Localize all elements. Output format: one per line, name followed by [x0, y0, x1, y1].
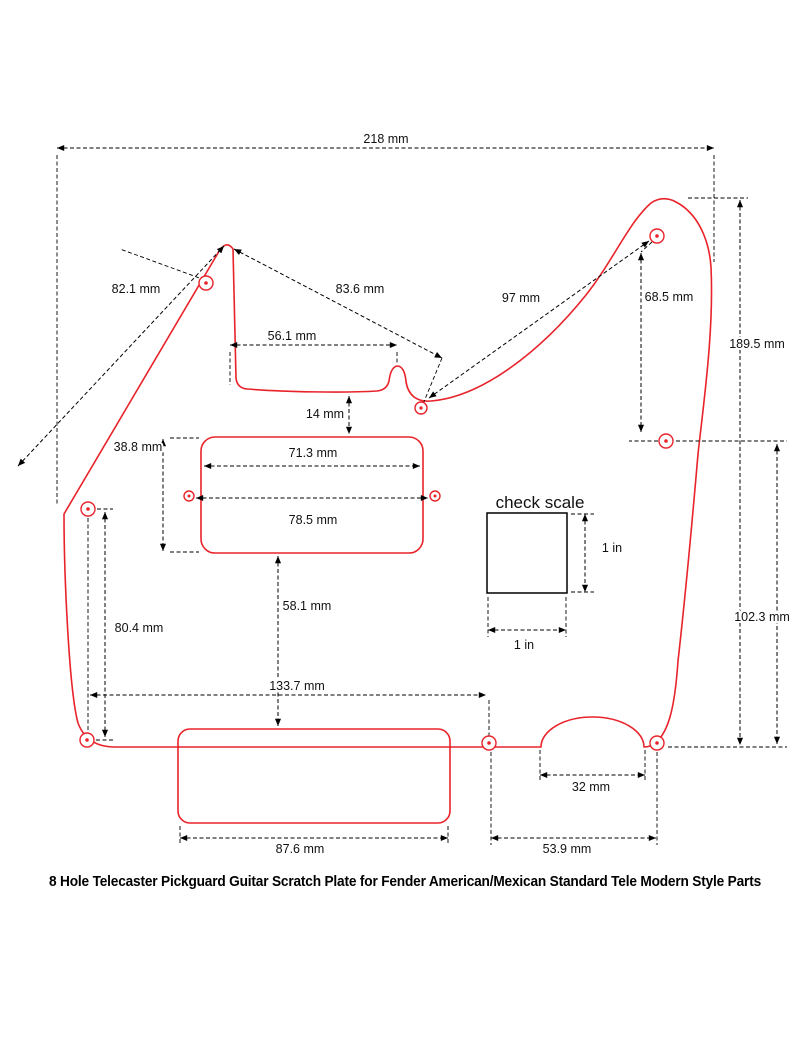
- check-scale-height-label: 1 in: [602, 541, 622, 555]
- screw-hole-center-notch: [414, 401, 428, 415]
- screw-hole-bottom-left: [79, 732, 95, 748]
- extension-line: [119, 248, 206, 281]
- dimension-labels: 218 mm 82.1 mm 83.6 mm 97 mm 68.5 mm 189…: [110, 130, 792, 858]
- dim-pickup-width-label: 71.3 mm: [289, 446, 338, 460]
- dim-cavity-to-bridge-label: 58.1 mm: [283, 599, 332, 613]
- extension-lines: [56, 155, 787, 845]
- dim-neck-pocket-edge-label: 56.1 mm: [268, 329, 317, 343]
- dim-tip-to-horn-screw-label: 82.1 mm: [112, 282, 161, 296]
- bridge-pickup-cutout: [177, 728, 451, 824]
- screw-hole-right-side: [658, 433, 674, 449]
- check-scale-square: [486, 512, 568, 594]
- dim-tip-to-horn-screw-line: [17, 245, 225, 467]
- extension-line: [640, 241, 653, 253]
- dim-bridge-cutout-width-label: 87.6 mm: [276, 842, 325, 856]
- screw-holes: [79, 228, 674, 751]
- dim-center-to-top-right-screw-label: 97 mm: [502, 291, 540, 305]
- check-scale-title: check scale: [496, 493, 585, 512]
- dim-jack-hump-width-label: 32 mm: [572, 780, 610, 794]
- dim-horn-to-center-screw-label: 83.6 mm: [336, 282, 385, 296]
- dimension-lines: [17, 144, 781, 842]
- screw-hole-bottom-middle: [481, 735, 497, 751]
- check-scale-width-label: 1 in: [514, 638, 534, 652]
- dim-overall-width-label: 218 mm: [363, 132, 408, 146]
- check-scale-block: check scale 1 in 1 in: [486, 493, 624, 654]
- diagram-title: 8 Hole Telecaster Pickguard Guitar Scrat…: [49, 873, 761, 890]
- pickup-screw-hole-right: [429, 490, 441, 502]
- dim-top-right-to-side-screw-label: 68.5 mm: [645, 290, 694, 304]
- screw-hole-top-right: [649, 228, 665, 244]
- dim-edge-to-pickup-label: 14 mm: [306, 407, 344, 421]
- screw-hole-upper-left: [198, 275, 214, 291]
- dim-bottom-screw-span-label: 133.7 mm: [269, 679, 325, 693]
- pickguard-outline: [63, 197, 713, 748]
- dim-overall-height-label: 189.5 mm: [729, 337, 785, 351]
- dim-side-screw-to-bottom-label: 102.3 mm: [734, 610, 790, 624]
- extension-line: [422, 357, 443, 405]
- screw-hole-bottom-right: [649, 735, 665, 751]
- dim-pickup-screw-spacing-label: 78.5 mm: [289, 513, 338, 527]
- dim-center-to-top-right-screw-line: [428, 240, 650, 399]
- dim-left-screw-spacing-label: 80.4 mm: [115, 621, 164, 635]
- dim-bottom-right-screw-span-label: 53.9 mm: [543, 842, 592, 856]
- pickguard-shape: [63, 197, 713, 824]
- dim-pickup-height-label: 38.8 mm: [114, 440, 163, 454]
- screw-hole-left-side: [80, 501, 96, 517]
- pickup-screw-hole-left: [183, 490, 195, 502]
- dim-horn-to-center-screw-line: [233, 248, 443, 359]
